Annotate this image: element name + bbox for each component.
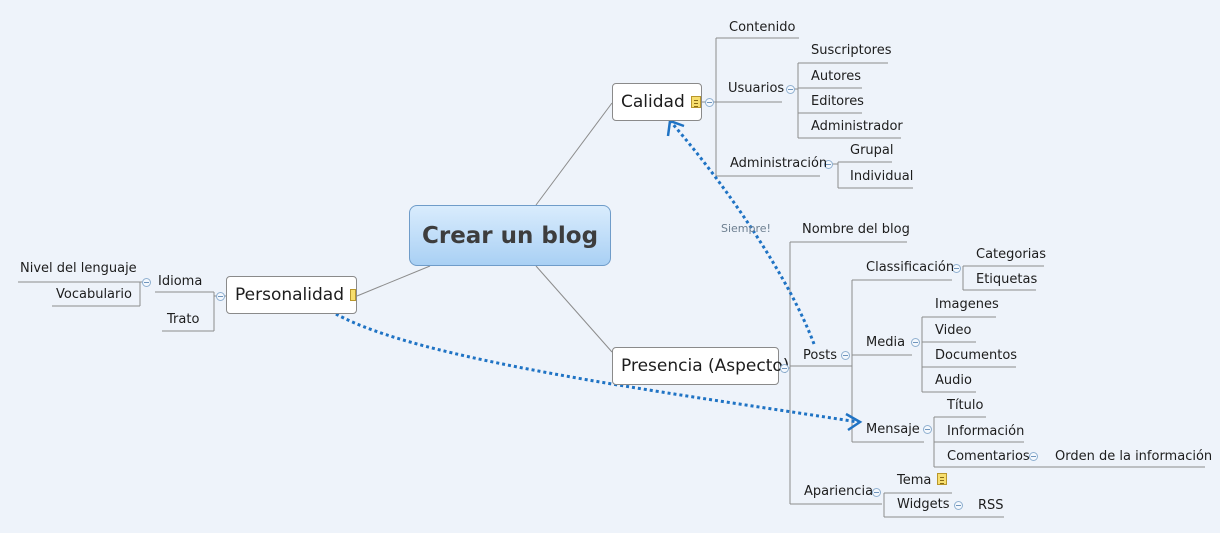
subtopic-autores[interactable]: Autores bbox=[811, 69, 862, 84]
subtopic-tema[interactable]: Tema bbox=[897, 473, 948, 489]
collapse-toggle-icon[interactable] bbox=[1029, 452, 1038, 461]
subtopic-documentos[interactable]: Documentos bbox=[935, 348, 1018, 363]
subtopic-audio[interactable]: Audio bbox=[935, 373, 972, 388]
subtopic-comentarios[interactable]: Comentarios bbox=[947, 449, 1030, 464]
subtopic-individual[interactable]: Individual bbox=[850, 169, 914, 184]
note-icon[interactable] bbox=[690, 96, 701, 108]
subtopic-nombre-del-blog[interactable]: Nombre del blog bbox=[802, 222, 910, 237]
collapse-toggle-icon[interactable] bbox=[780, 364, 789, 373]
subtopic-grupal[interactable]: Grupal bbox=[850, 143, 894, 158]
subtopic-idioma[interactable]: Idioma bbox=[158, 274, 203, 289]
subtopic-imagenes[interactable]: Imagenes bbox=[935, 297, 999, 312]
topic-calidad-label: Calidad bbox=[621, 92, 685, 112]
subtopic-trato[interactable]: Trato bbox=[167, 312, 200, 327]
topic-calidad[interactable]: Calidad bbox=[612, 83, 702, 121]
subtopic-clasificacion[interactable]: Classificación bbox=[866, 260, 955, 275]
collapse-toggle-icon[interactable] bbox=[786, 85, 795, 94]
subtopic-tema-label: Tema bbox=[897, 473, 932, 488]
subtopic-categorias[interactable]: Categorias bbox=[976, 247, 1047, 262]
subtopic-orden-de-la-informacion[interactable]: Orden de la información bbox=[1055, 449, 1213, 464]
collapse-toggle-icon[interactable] bbox=[142, 278, 151, 287]
note-icon[interactable] bbox=[350, 289, 356, 301]
collapse-toggle-icon[interactable] bbox=[954, 501, 963, 510]
subtopic-video[interactable]: Video bbox=[935, 323, 972, 338]
subtopic-widgets[interactable]: Widgets bbox=[897, 497, 950, 512]
subtopic-administrador[interactable]: Administrador bbox=[811, 119, 903, 134]
note-icon[interactable] bbox=[937, 473, 948, 485]
central-topic[interactable]: Crear un blog bbox=[409, 205, 611, 266]
collapse-toggle-icon[interactable] bbox=[872, 488, 881, 497]
subtopic-apariencia[interactable]: Apariencia bbox=[804, 484, 874, 499]
subtopic-editores[interactable]: Editores bbox=[811, 94, 864, 109]
topic-presencia[interactable]: Presencia (Aspecto) bbox=[612, 347, 789, 385]
collapse-toggle-icon[interactable] bbox=[705, 98, 714, 107]
topic-presencia-label: Presencia (Aspecto) bbox=[621, 356, 790, 376]
subtopic-usuarios[interactable]: Usuarios bbox=[728, 81, 785, 96]
topic-personalidad[interactable]: Personalidad bbox=[226, 276, 357, 314]
collapse-toggle-icon[interactable] bbox=[952, 264, 961, 273]
subtopic-nivel-del-lenguaje[interactable]: Nivel del lenguaje bbox=[20, 261, 137, 276]
subtopic-vocabulario[interactable]: Vocabulario bbox=[56, 287, 132, 302]
collapse-toggle-icon[interactable] bbox=[911, 338, 920, 347]
collapse-toggle-icon[interactable] bbox=[216, 292, 225, 301]
subtopic-posts[interactable]: Posts bbox=[803, 348, 837, 363]
subtopic-administracion[interactable]: Administración bbox=[730, 156, 828, 171]
subtopic-media[interactable]: Media bbox=[866, 335, 906, 350]
subtopic-informacion[interactable]: Información bbox=[947, 424, 1025, 439]
topic-personalidad-label: Personalidad bbox=[235, 285, 344, 305]
subtopic-suscriptores[interactable]: Suscriptores bbox=[811, 43, 892, 58]
collapse-toggle-icon[interactable] bbox=[824, 160, 833, 169]
subtopic-contenido[interactable]: Contenido bbox=[729, 20, 796, 35]
subtopic-mensaje[interactable]: Mensaje bbox=[866, 422, 920, 437]
collapse-toggle-icon[interactable] bbox=[923, 425, 932, 434]
subtopic-etiquetas[interactable]: Etiquetas bbox=[976, 272, 1038, 287]
collapse-toggle-icon[interactable] bbox=[841, 351, 850, 360]
subtopic-rss[interactable]: RSS bbox=[978, 498, 1004, 513]
relationship-label[interactable]: Siempre! bbox=[721, 222, 771, 235]
subtopic-titulo[interactable]: Título bbox=[947, 398, 984, 413]
